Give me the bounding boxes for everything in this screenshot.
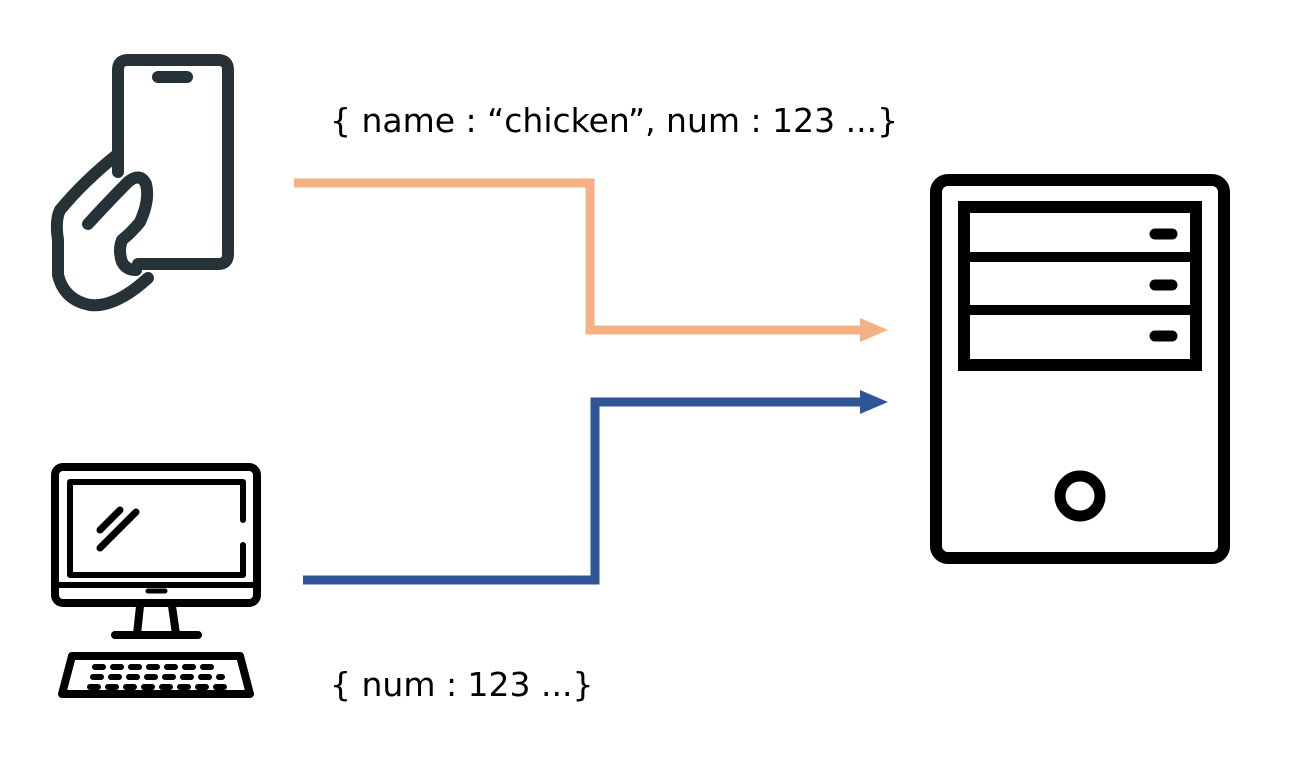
desktop-arrow-line — [303, 397, 862, 585]
server-icon — [930, 174, 1230, 564]
mobile-payload-label: { name : “chicken”, num : 123 ...} — [330, 101, 899, 140]
mobile-request-arrow — [294, 178, 888, 342]
mobile-arrow-line — [294, 178, 862, 335]
phone-in-hand-icon — [50, 54, 234, 312]
mobile-arrow-head — [860, 318, 888, 342]
desktop-computer-icon — [51, 463, 261, 698]
desktop-payload-label: { num : 123 ...} — [330, 665, 594, 704]
keyboard-keys — [87, 664, 228, 690]
desktop-arrow-head — [860, 390, 888, 414]
desktop-request-arrow — [303, 390, 888, 585]
